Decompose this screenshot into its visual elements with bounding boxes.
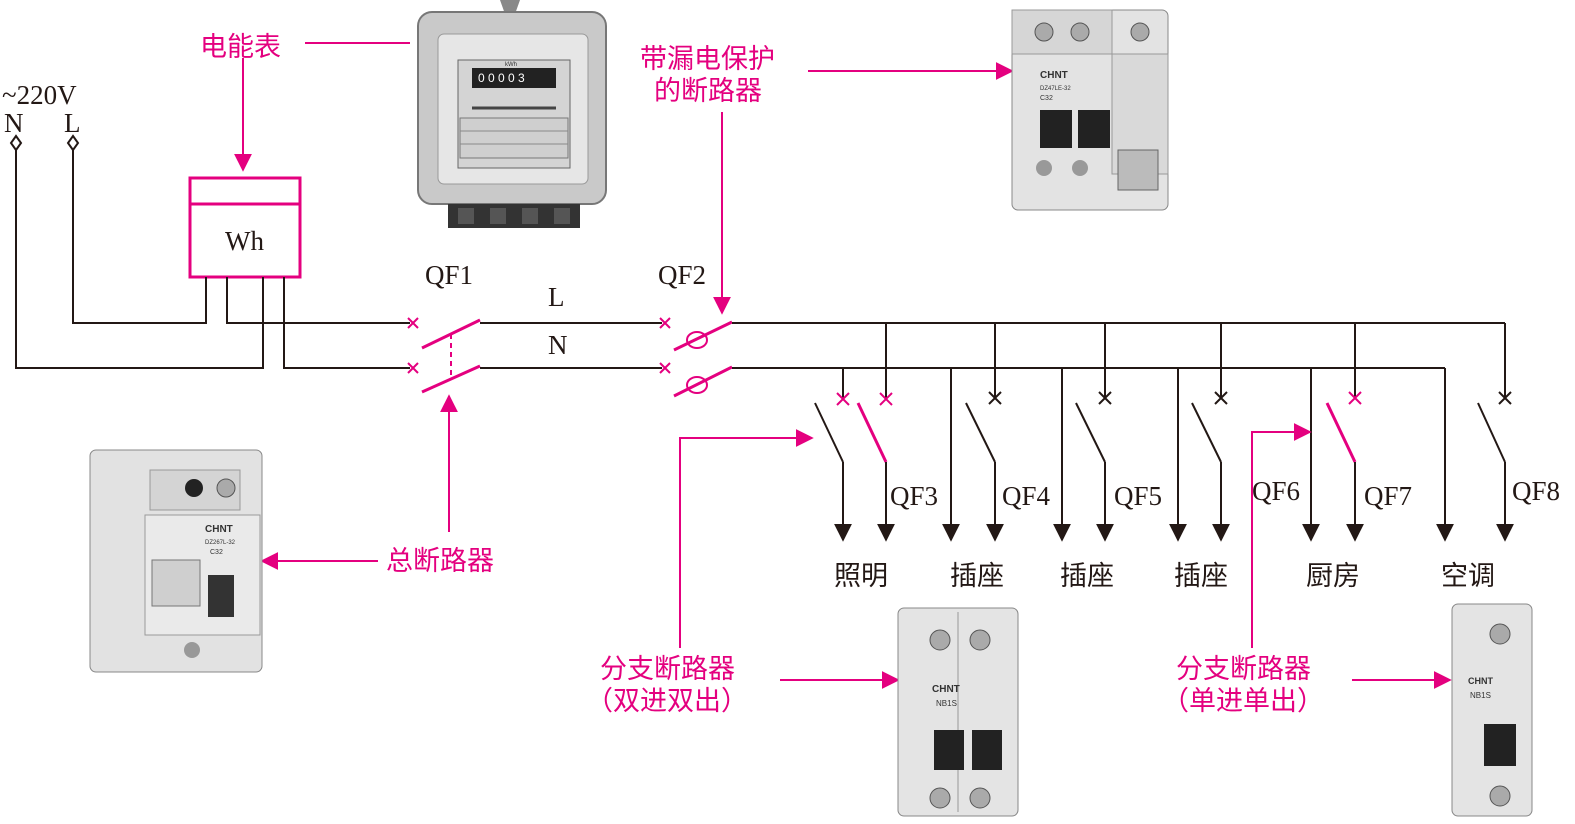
rcd-photo: CHNT DZ47LE-32 C32 bbox=[1011, 9, 1169, 211]
line-l-label: L bbox=[548, 282, 565, 312]
rcd-label-line1: 带漏电保护 bbox=[640, 44, 775, 75]
rcd-rating: C32 bbox=[1040, 95, 1053, 102]
load-socket-2: 插座 bbox=[1060, 561, 1114, 592]
load-air-conditioner: 空调 bbox=[1441, 561, 1495, 592]
rcd-model: DZ47LE-32 bbox=[1040, 86, 1071, 92]
branch-double-leader bbox=[679, 429, 814, 648]
meter-symbol bbox=[188, 176, 302, 279]
load-socket-1: 插座 bbox=[950, 561, 1004, 592]
supply-voltage-label: ~220V bbox=[2, 80, 77, 110]
qf5-breaker bbox=[1053, 323, 1114, 542]
meter-n-out-wire bbox=[283, 277, 410, 369]
main-breaker-rating: C32 bbox=[210, 549, 223, 556]
single-branch-brand: CHNT bbox=[1468, 676, 1493, 686]
rcd-label-line2: 的断路器 bbox=[654, 76, 762, 107]
branch-single-label-line1: 分支断路器 bbox=[1176, 654, 1311, 685]
branch-single-leader bbox=[1251, 423, 1312, 648]
main-breaker-label: 总断路器 bbox=[386, 546, 494, 577]
main-breaker-brand: CHNT bbox=[205, 524, 233, 535]
branch-double-label-line1: 分支断路器 bbox=[600, 654, 735, 685]
supply-l-wire bbox=[72, 150, 207, 324]
qf5-label: QF5 bbox=[1114, 481, 1162, 511]
double-branch-breaker-photo: CHNT NB1S bbox=[897, 607, 1019, 817]
qf7-label: QF7 bbox=[1364, 481, 1412, 511]
branch-single-label-line2: （单进单出） bbox=[1162, 686, 1324, 717]
qf8-label: QF8 bbox=[1512, 476, 1560, 506]
qf1-label: QF1 bbox=[425, 260, 473, 290]
supply-n-wire bbox=[15, 150, 264, 369]
qf3-breaker bbox=[814, 323, 895, 542]
double-branch-model: NB1S bbox=[936, 699, 957, 708]
meter-l-out-wire bbox=[226, 277, 410, 324]
meter-label: 电能表 bbox=[200, 32, 281, 63]
energy-meter-photo: 0 0 0 0 3 kWh bbox=[417, 0, 607, 228]
supply-n-label: N bbox=[4, 108, 24, 138]
load-lighting: 照明 bbox=[834, 561, 888, 592]
meter-unit: kWh bbox=[505, 62, 517, 68]
qf6-label: QF6 bbox=[1252, 476, 1300, 506]
qf1-breaker bbox=[407, 317, 481, 394]
double-branch-brand: CHNT bbox=[932, 684, 960, 695]
qf3-label: QF3 bbox=[890, 481, 938, 511]
qf2-label: QF2 bbox=[658, 260, 706, 290]
qf4-breaker bbox=[942, 323, 1004, 542]
main-breaker-model: DZ267L-32 bbox=[205, 540, 236, 546]
single-branch-model: NB1S bbox=[1470, 691, 1491, 700]
load-socket-3: 插座 bbox=[1174, 561, 1228, 592]
qf6-breaker bbox=[1169, 323, 1230, 542]
qf2-breaker bbox=[659, 317, 733, 398]
meter-digits: 0 0 0 0 3 bbox=[478, 71, 525, 85]
supply-n-terminal bbox=[9, 134, 23, 152]
branch-double-label-line2: （双进双出） bbox=[586, 686, 748, 717]
qf8-breaker bbox=[1436, 323, 1514, 542]
supply-l-label: L bbox=[64, 108, 81, 138]
main-breaker-photo: CHNT DZ267L-32 C32 bbox=[89, 449, 263, 673]
single-branch-breaker-photo: CHNT NB1S bbox=[1451, 603, 1533, 817]
line-n-label: N bbox=[548, 330, 568, 360]
qf4-label: QF4 bbox=[1002, 481, 1051, 511]
meter-symbol-label: Wh bbox=[225, 226, 264, 256]
supply-l-terminal bbox=[66, 134, 80, 152]
load-kitchen: 厨房 bbox=[1306, 561, 1360, 592]
qf7-breaker bbox=[1302, 323, 1364, 542]
rcd-brand: CHNT bbox=[1040, 70, 1068, 81]
